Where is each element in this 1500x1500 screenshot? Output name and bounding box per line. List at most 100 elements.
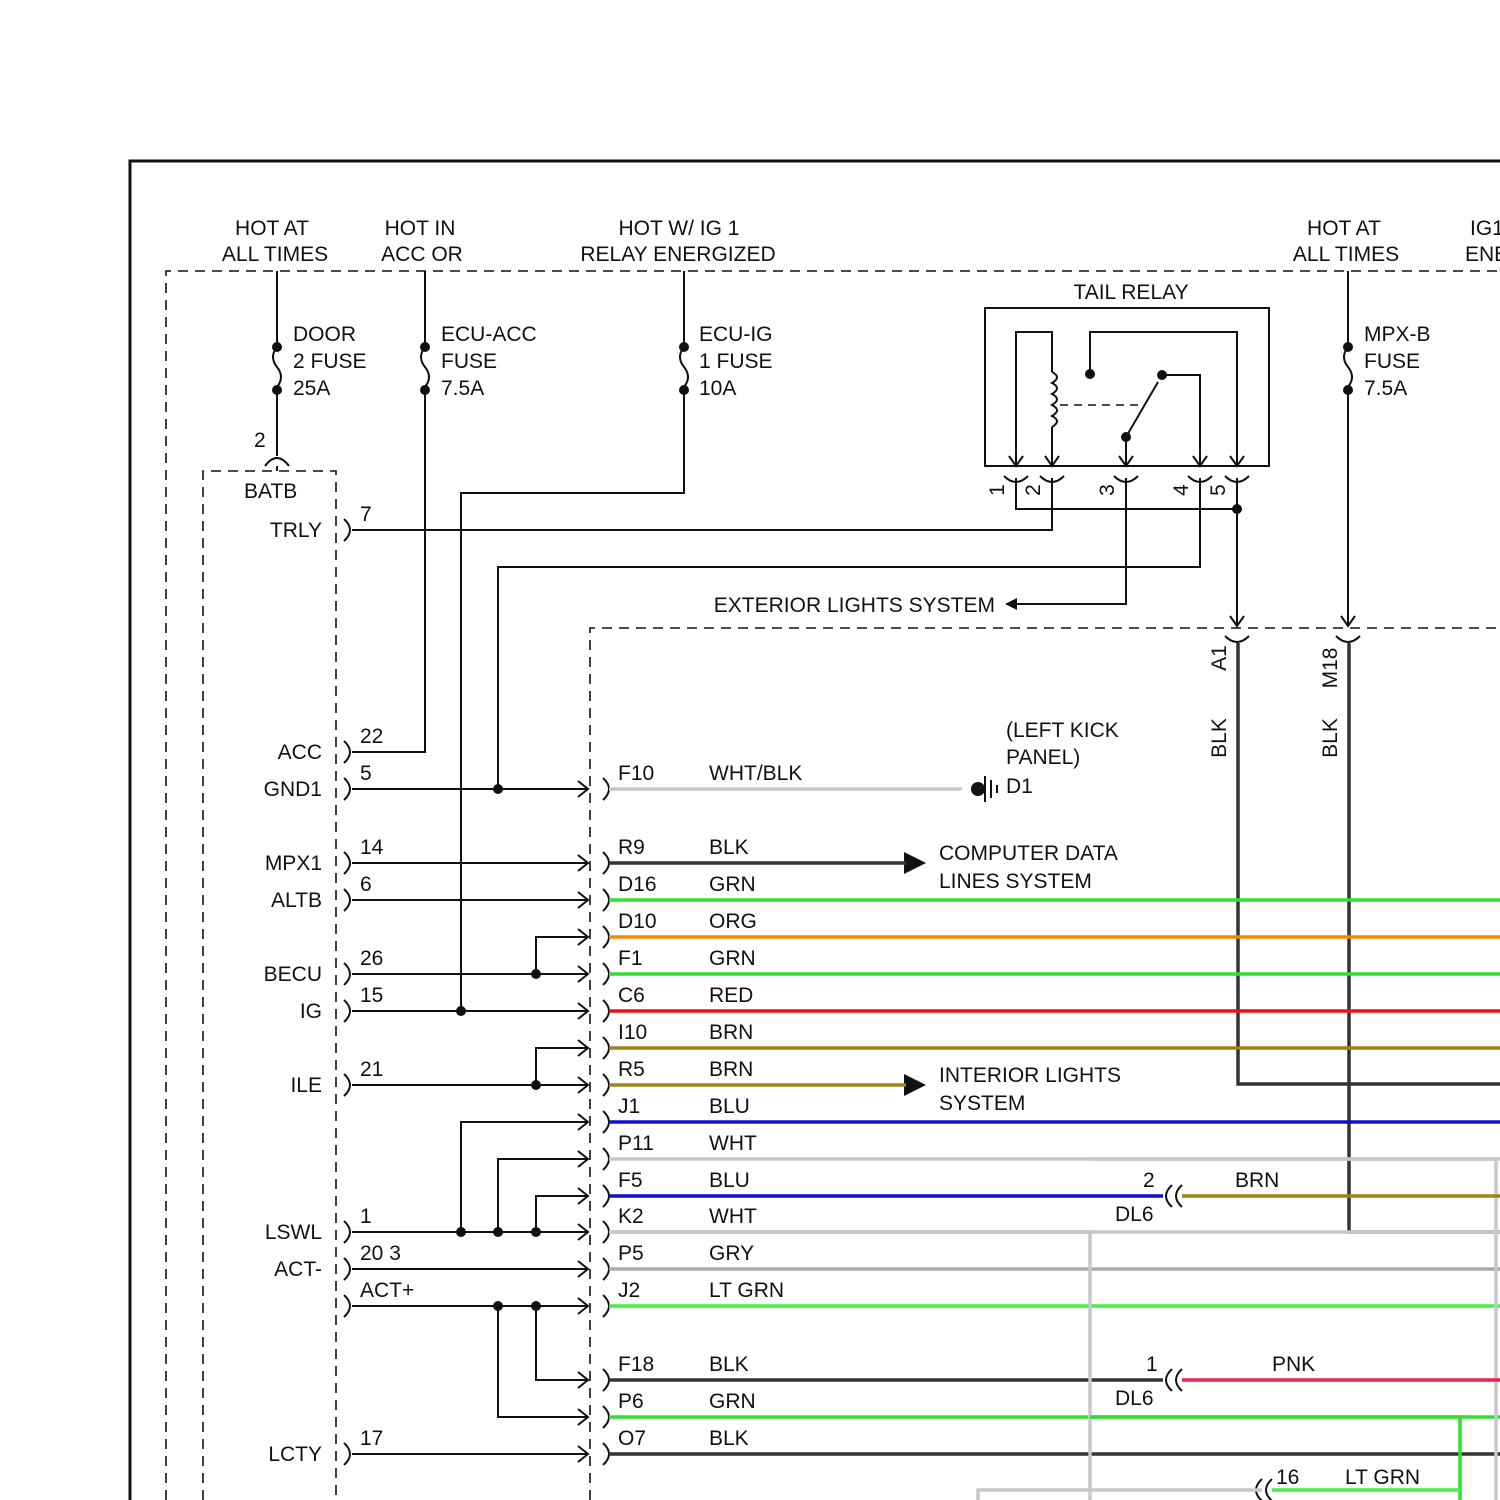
- splice-color-name: PNK: [1272, 1353, 1315, 1376]
- connector-id: O7: [618, 1427, 646, 1450]
- wire-c6: C6RED: [578, 984, 1500, 1022]
- wire-color-name: GRN: [709, 873, 756, 896]
- ecu-pin-number: ACT+: [360, 1279, 414, 1302]
- ecu-pin-act: ACT-20 3: [274, 1242, 401, 1281]
- ecu-pin-number: 1: [360, 1205, 372, 1228]
- splices: 2DL6BRN1DL6PNK16LT GRN: [978, 1169, 1500, 1500]
- ecu-pin-number: 26: [360, 947, 383, 970]
- k2-riser: [609, 1232, 1090, 1500]
- connector-id: F5: [618, 1169, 643, 1192]
- ecu-pin-trly: TRLY7: [270, 503, 372, 542]
- ecu-connector-mark: [344, 852, 350, 874]
- connector-mark: [603, 889, 609, 911]
- ecu-connector-mark: [344, 1443, 350, 1465]
- svg-text:LINES SYSTEM: LINES SYSTEM: [939, 870, 1092, 893]
- tail-relay: TAIL RELAY 1 2 3 4 5: [985, 281, 1269, 496]
- connector-id: J2: [618, 1279, 640, 1302]
- svg-text:3: 3: [1096, 484, 1119, 496]
- ecu-pin-name: ALTB: [271, 889, 322, 912]
- ecu-pin-name: ACT-: [274, 1258, 322, 1281]
- ecu-pin-name: ILE: [290, 1074, 322, 1097]
- ecu-pin-name: LCTY: [268, 1443, 322, 1466]
- splice-connector-name: DL6: [1115, 1203, 1154, 1226]
- ecu-pin-altb: ALTB 6: [271, 873, 372, 912]
- bottom-grey-wire: [978, 1490, 1262, 1500]
- svg-text:ACC OR: ACC OR: [381, 243, 463, 266]
- relay-wiring: EXTERIOR LIGHTS SYSTEM: [352, 478, 1249, 789]
- connector-mark: [603, 1258, 609, 1280]
- wire-color-name: BRN: [709, 1058, 753, 1081]
- wire-color-name: ORG: [709, 910, 757, 933]
- wire-color-name: LT GRN: [709, 1279, 784, 1302]
- svg-text:1 FUSE: 1 FUSE: [699, 350, 773, 373]
- ecu-pin-ile: ILE 21: [290, 1058, 383, 1097]
- hot-ig1-label: HOT W/ IG 1: [619, 217, 740, 240]
- splice-3: 16LT GRN: [1256, 1466, 1460, 1500]
- ecu-pin-number: 21: [360, 1058, 383, 1081]
- ecu-pin-number: 5: [360, 762, 372, 785]
- svg-text:(LEFT KICK: (LEFT KICK: [1006, 719, 1119, 742]
- svg-text:FUSE: FUSE: [441, 350, 497, 373]
- mpx-b-fuse: MPX-B FUSE 7.5A: [1336, 271, 1431, 642]
- hot-at-all-times-2-label: HOT AT: [1307, 217, 1381, 240]
- connector-mark: [603, 963, 609, 985]
- wire-color-name: WHT/BLK: [709, 762, 802, 785]
- splice-pin-number: 2: [1143, 1169, 1155, 1192]
- svg-text:25A: 25A: [293, 377, 330, 400]
- connector-id: R5: [618, 1058, 645, 1081]
- svg-text:5: 5: [1207, 484, 1230, 496]
- svg-text:MPX-B: MPX-B: [1364, 323, 1431, 346]
- wire-color-name: BLK: [709, 1427, 749, 1450]
- tail-relay-label: TAIL RELAY: [1073, 281, 1188, 304]
- svg-text:ENE: ENE: [1465, 243, 1500, 266]
- exterior-lights-label: EXTERIOR LIGHTS SYSTEM: [714, 594, 995, 617]
- ecu-pin-number: 6: [360, 873, 372, 896]
- internal-links: [456, 784, 588, 1417]
- wire-i10: I10 BRN: [578, 1021, 1500, 1059]
- connector-id: I10: [618, 1021, 647, 1044]
- svg-text:BLK: BLK: [1319, 718, 1342, 758]
- wire-color-name: GRY: [709, 1242, 754, 1265]
- wire-j2: J2 LT GRN: [578, 1279, 1500, 1317]
- connector-id: D10: [618, 910, 657, 933]
- ecu-pin-name: MPX1: [265, 852, 322, 875]
- wire-p6: P6GRN: [578, 1390, 1500, 1428]
- hot-labels: HOT AT ALL TIMES HOT IN ACC OR HOT W/ IG…: [222, 217, 1500, 266]
- wire-o7: O7 BLK: [578, 1427, 1500, 1465]
- svg-text:RELAY ENERGIZED: RELAY ENERGIZED: [580, 243, 775, 266]
- wire-color-name: BRN: [709, 1021, 753, 1044]
- ecu-pin-lswl: LSWL1: [265, 1205, 372, 1244]
- svg-text:ECU-ACC: ECU-ACC: [441, 323, 537, 346]
- wire-f5: F5 BLU: [578, 1169, 1163, 1207]
- batb-label: BATB: [244, 480, 297, 503]
- wire-color-name: BLU: [709, 1169, 750, 1192]
- wire-d10: D10 ORG: [578, 910, 1500, 948]
- ecu-connector-mark: [344, 1074, 350, 1096]
- ecu-acc-fuse: ECU-ACC FUSE 7.5A: [352, 271, 537, 752]
- a1-label: A1: [1208, 645, 1231, 671]
- connector-mark: [603, 778, 609, 800]
- ecu-pin-number: 15: [360, 984, 383, 1007]
- connector-mark: [603, 1000, 609, 1022]
- splice-connector-mark: [1166, 1185, 1182, 1207]
- svg-text:DOOR: DOOR: [293, 323, 356, 346]
- ecu-connector-mark: [344, 1000, 350, 1022]
- ecu-pin-name: GND1: [264, 778, 322, 801]
- connector-id: P6: [618, 1390, 644, 1413]
- connector-mark: [603, 1369, 609, 1391]
- splice-pin-number: 1: [1146, 1353, 1158, 1376]
- ig-ene-label: IG1: [1470, 217, 1500, 240]
- connector-mark: [603, 1443, 609, 1465]
- computer-data-label: COMPUTER DATA: [939, 842, 1118, 865]
- connector-id: P5: [618, 1242, 644, 1265]
- ground-d1-label: D1: [1006, 775, 1033, 798]
- connector-mark: [603, 1148, 609, 1170]
- svg-text:ALL TIMES: ALL TIMES: [222, 243, 328, 266]
- splice-connector-mark: [1166, 1369, 1182, 1391]
- connector-id: J1: [618, 1095, 640, 1118]
- wire-color-name: BLK: [709, 836, 749, 859]
- svg-text:FUSE: FUSE: [1364, 350, 1420, 373]
